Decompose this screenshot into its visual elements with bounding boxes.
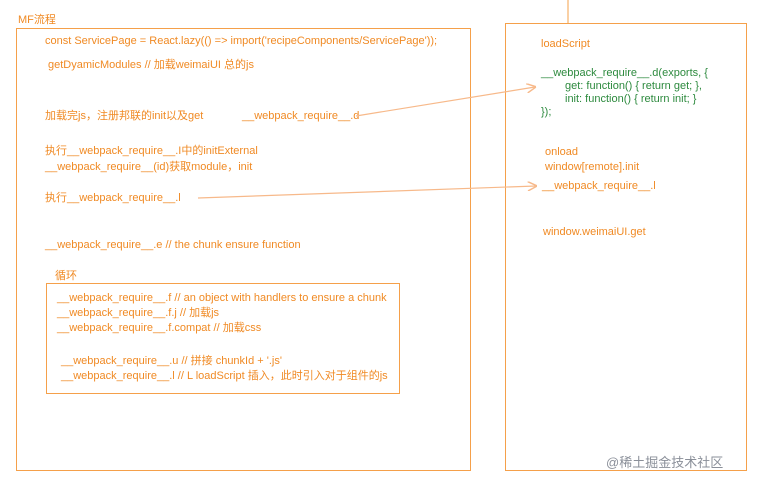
loop-line-l: __webpack_require__.l // L loadScript 插入… <box>61 370 388 382</box>
left-flow-box <box>16 28 471 471</box>
loop-line-f: __webpack_require__.f // an object with … <box>57 292 387 304</box>
right-loadscript-box <box>505 23 747 471</box>
line-chunk-ensure: __webpack_require__.e // the chunk ensur… <box>45 239 301 251</box>
loop-line-fj: __webpack_require__.f.j // 加载js <box>57 307 220 319</box>
remote-init-label: window[remote].init <box>545 161 640 173</box>
mf-flow-title: MF流程 <box>18 14 56 26</box>
loop-box <box>46 283 400 394</box>
code-get-function: get: function() { return get; }, <box>565 80 702 92</box>
loop-line-u: __webpack_require__.u // 拼接 chunkId + '.… <box>61 355 282 367</box>
line-register-init-get: 加载完js，注册邦联的init以及get <box>45 110 204 122</box>
watermark-text: @稀土掘金技术社区 <box>606 455 724 470</box>
code-define-exports: __webpack_require__.d(exports, { <box>541 67 708 79</box>
code-close-brace: }); <box>541 106 552 118</box>
require-l-label: __webpack_require__.l <box>542 180 656 192</box>
arrow-define-to-code <box>355 87 535 117</box>
line-webpack-require-d: __webpack_require__.d <box>242 110 360 122</box>
code-init-function: init: function() { return init; } <box>565 93 697 105</box>
line-init-external: 执行__webpack_require__.I中的initExternal <box>45 145 258 157</box>
loop-label: 循环 <box>55 270 77 282</box>
weimai-get-label: window.weimaiUI.get <box>543 226 646 238</box>
arrow-require-l-to-right <box>197 186 536 199</box>
line-get-dynamic-modules: getDyamicModules // 加载weimaiUI 总的js <box>48 59 254 71</box>
line-exec-require-l: 执行__webpack_require__.l <box>45 192 181 204</box>
load-script-label: loadScript <box>541 38 590 50</box>
onload-label: onload <box>545 146 579 158</box>
line-get-module-init: __webpack_require__(id)获取module，init <box>45 161 253 173</box>
loop-line-fcompat: __webpack_require__.f.compat // 加载css <box>57 322 262 334</box>
line-service-page: const ServicePage = React.lazy(() => imp… <box>45 35 438 47</box>
